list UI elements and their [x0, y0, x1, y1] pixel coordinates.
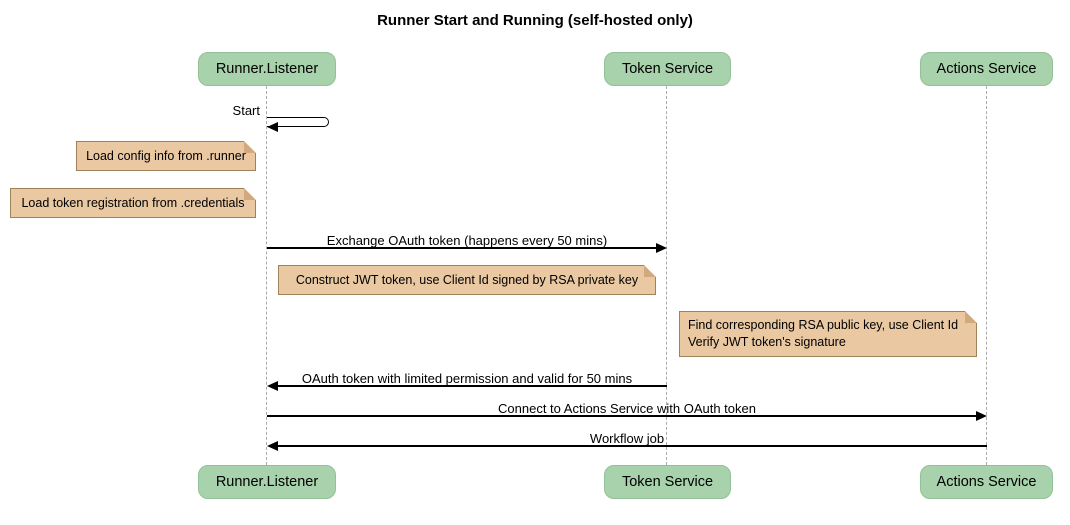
arrowhead-icon	[267, 122, 278, 132]
message-exchange-label: Exchange OAuth token (happens every 50 m…	[326, 233, 608, 248]
lifeline-runner-listener	[266, 86, 267, 465]
participant-label: Actions Service	[936, 61, 1037, 77]
participant-label: Token Service	[621, 61, 714, 77]
participant-label: Token Service	[621, 474, 714, 490]
participant-label: Runner.Listener	[215, 474, 319, 490]
participant-label: Runner.Listener	[215, 61, 319, 77]
participant-actions-service-top: Actions Service	[920, 52, 1053, 86]
note-load-config: Load config info from .runner	[76, 141, 256, 171]
lifeline-actions-service	[986, 86, 987, 465]
message-workflow-line	[277, 445, 987, 447]
note-fold-icon	[644, 265, 656, 277]
arrowhead-icon	[656, 243, 667, 253]
participant-actions-service-bottom: Actions Service	[920, 465, 1053, 499]
message-oauth-return-line	[277, 385, 667, 387]
message-connect-line	[267, 415, 977, 417]
message-exchange-line	[267, 247, 657, 249]
note-text: Load token registration from .credential…	[21, 195, 245, 210]
message-oauth-return-label: OAuth token with limited permission and …	[301, 371, 633, 386]
message-connect-label: Connect to Actions Service with OAuth to…	[498, 401, 756, 416]
note-text: Find corresponding RSA public key, use C…	[688, 318, 959, 349]
message-workflow-label: Workflow job	[589, 431, 665, 446]
participant-runner-listener-bottom: Runner.Listener	[198, 465, 336, 499]
participant-token-service-bottom: Token Service	[604, 465, 731, 499]
participant-token-service-top: Token Service	[604, 52, 731, 86]
message-start-label: Start	[232, 103, 260, 118]
note-verify-jwt: Find corresponding RSA public key, use C…	[679, 311, 977, 357]
note-text: Load config info from .runner	[86, 148, 246, 163]
note-construct-jwt: Construct JWT token, use Client Id signe…	[278, 265, 656, 295]
note-fold-icon	[965, 311, 977, 323]
diagram-title: Runner Start and Running (self-hosted on…	[377, 12, 693, 29]
arrowhead-icon	[976, 411, 987, 421]
message-start-self-loop	[267, 117, 329, 127]
note-fold-icon	[244, 141, 256, 153]
lifeline-token-service	[666, 86, 667, 465]
note-load-credentials: Load token registration from .credential…	[10, 188, 256, 218]
note-text: Construct JWT token, use Client Id signe…	[295, 272, 639, 287]
arrowhead-icon	[267, 441, 278, 451]
arrowhead-icon	[267, 381, 278, 391]
participant-label: Actions Service	[936, 474, 1037, 490]
participant-runner-listener-top: Runner.Listener	[198, 52, 336, 86]
note-fold-icon	[244, 188, 256, 200]
